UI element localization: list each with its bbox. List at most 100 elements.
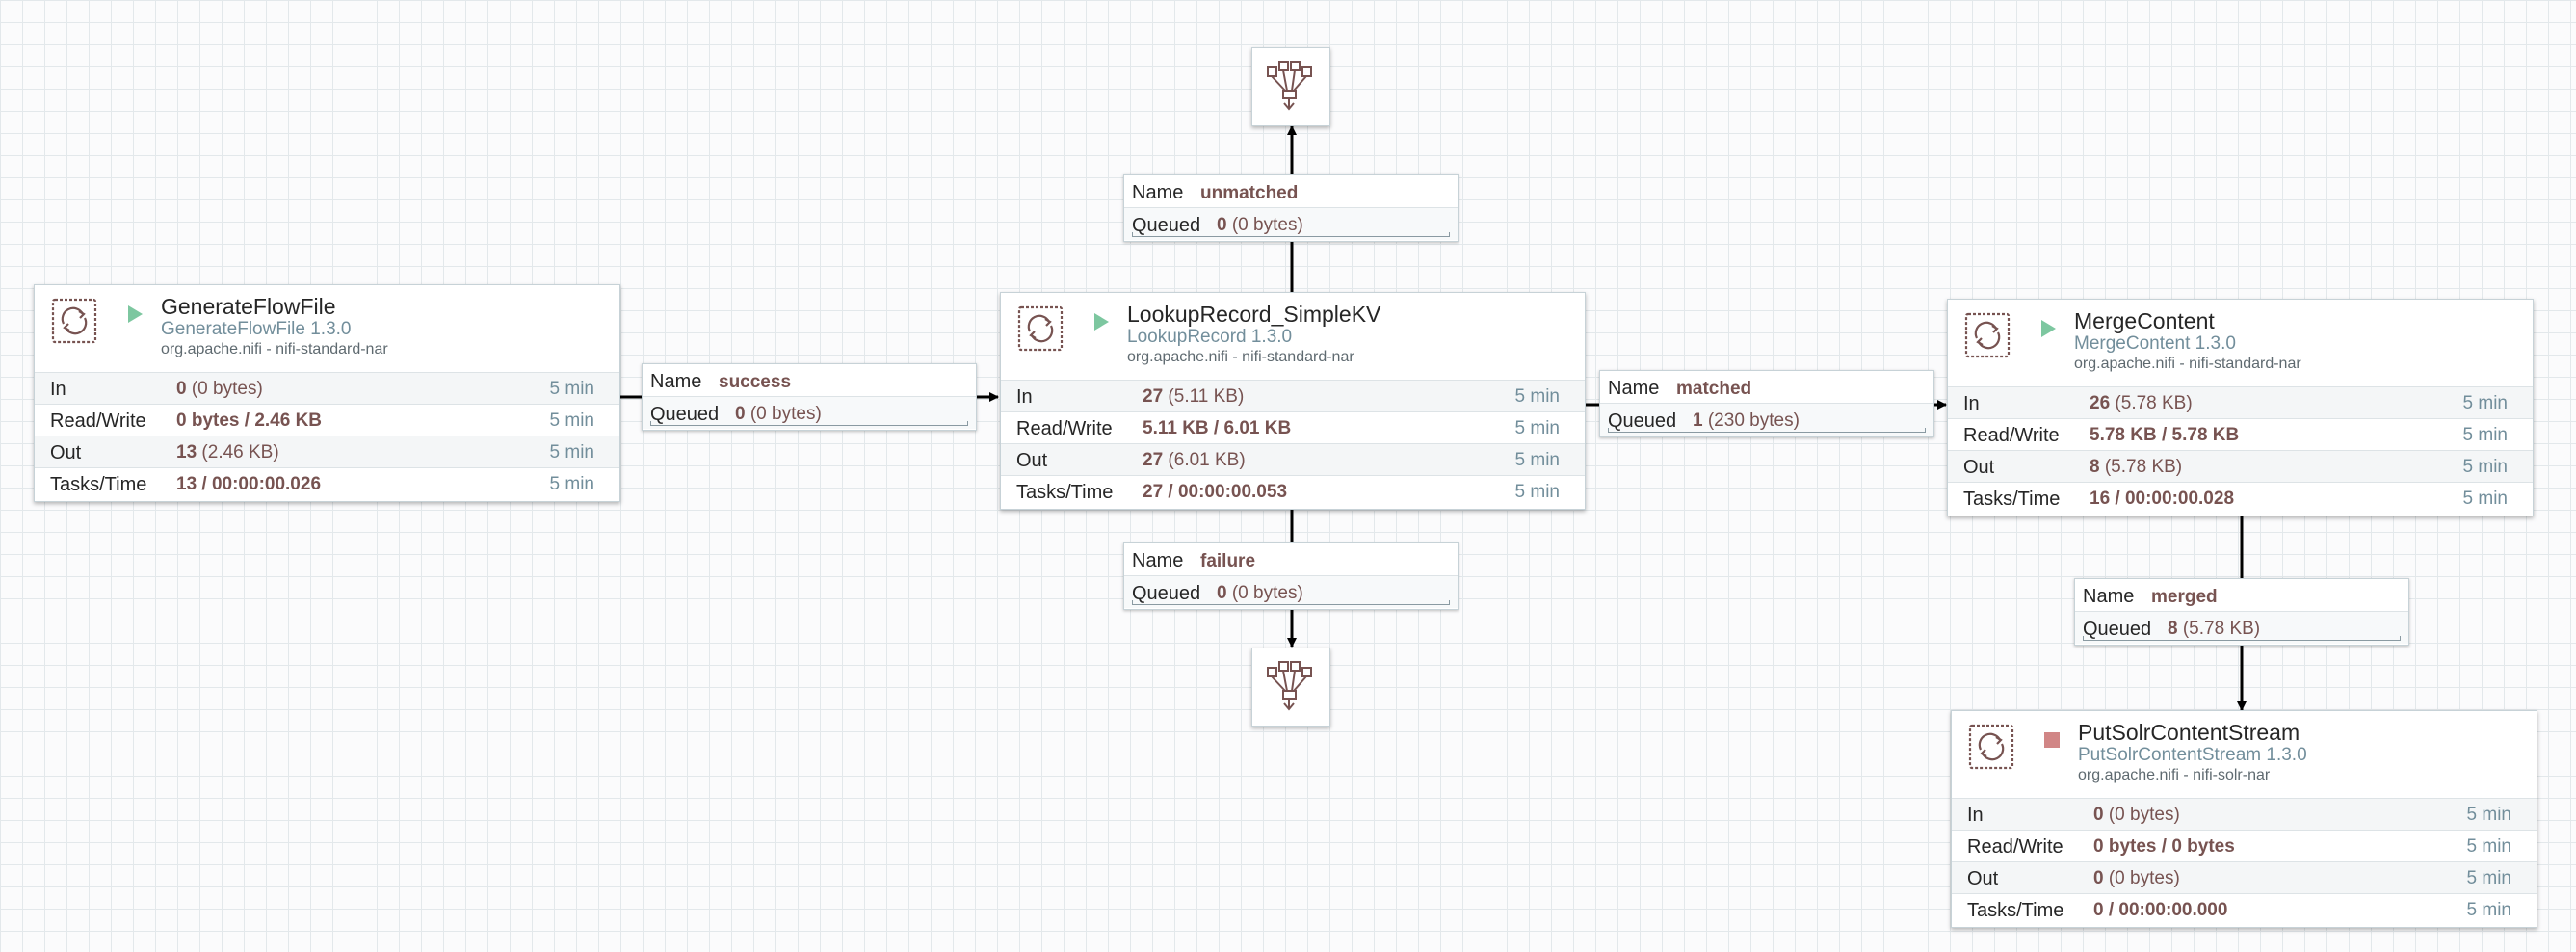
stat-label: Read/Write <box>1967 836 2063 858</box>
processor-putsolrcontentstream[interactable]: PutSolrContentStream PutSolrContentStrea… <box>1951 710 2537 928</box>
stat-row-out: Out 27 (6.01 KB) 5 min <box>1001 443 1585 475</box>
connection-name: success <box>719 372 792 392</box>
stat-label: Tasks/Time <box>50 474 147 495</box>
stat-row-out: Out 13 (2.46 KB) 5 min <box>35 436 619 467</box>
processor-icon <box>1968 724 2014 770</box>
queue-progress-bar <box>1608 428 1926 433</box>
queued-value: 8 (5.78 KB) <box>2168 619 2261 639</box>
stat-row-out: Out 0 (0 bytes) 5 min <box>1952 861 2537 893</box>
processor-icon <box>1964 312 2011 358</box>
stat-label: Tasks/Time <box>1963 489 2061 510</box>
processor-type: LookupRecord 1.3.0 <box>1127 327 1293 347</box>
queue-progress-bar <box>1132 232 1450 237</box>
stat-value: 27 (6.01 KB) <box>1143 450 1246 470</box>
connection-name: matched <box>1676 379 1752 399</box>
stat-time: 5 min <box>2466 805 2511 825</box>
stat-value: 0 (0 bytes) <box>176 379 263 399</box>
stat-label: In <box>1967 805 1984 826</box>
processor-bundle: org.apache.nifi - nifi-standard-nar <box>161 341 388 357</box>
stat-label: In <box>1016 386 1033 408</box>
stat-label: Read/Write <box>1963 425 2060 446</box>
processor-lookuprecord[interactable]: LookupRecord_SimpleKV LookupRecord 1.3.0… <box>1000 292 1586 510</box>
queued-key: Queued <box>2083 619 2152 640</box>
processor-bundle: org.apache.nifi - nifi-standard-nar <box>2074 356 2301 372</box>
stat-label: Tasks/Time <box>1967 900 2064 921</box>
stat-value: 26 (5.78 KB) <box>2090 393 2193 413</box>
funnel-icon <box>1267 61 1312 111</box>
stat-row-in: In 26 (5.78 KB) 5 min <box>1948 386 2533 418</box>
queued-value: 0 (0 bytes) <box>1217 583 1303 603</box>
connection-name: merged <box>2151 587 2218 607</box>
stat-row-readwrite: Read/Write 0 bytes / 0 bytes 5 min <box>1952 830 2537 861</box>
processor-icon <box>51 298 97 344</box>
connection-name-key: Name <box>650 371 702 392</box>
connection-label-unmatched[interactable]: Name unmatched Queued 0 (0 bytes) <box>1123 174 1459 242</box>
stat-label: Read/Write <box>1016 418 1113 439</box>
stat-row-tasks: Tasks/Time 13 / 00:00:00.026 5 min <box>35 467 619 499</box>
stat-time: 5 min <box>2462 457 2508 477</box>
stat-value: 8 (5.78 KB) <box>2090 457 2183 477</box>
processor-name: MergeContent <box>2074 308 2215 333</box>
connection-name-key: Name <box>1132 182 1184 203</box>
stat-row-readwrite: Read/Write 0 bytes / 2.46 KB 5 min <box>35 404 619 436</box>
stat-row-in: In 0 (0 bytes) 5 min <box>35 372 619 404</box>
processor-name: GenerateFlowFile <box>161 294 336 319</box>
funnel-failure[interactable] <box>1251 648 1330 727</box>
stat-value: 0 (0 bytes) <box>2093 805 2180 825</box>
running-icon <box>1094 313 1109 331</box>
connection-name: failure <box>1200 551 1256 571</box>
stat-label: Out <box>1967 868 1999 889</box>
stat-time: 5 min <box>549 474 594 494</box>
stat-time: 5 min <box>549 442 594 463</box>
connection-label-success[interactable]: Name success Queued 0 (0 bytes) <box>642 363 977 431</box>
queued-key: Queued <box>650 404 720 425</box>
stat-value: 27 (5.11 KB) <box>1143 386 1245 407</box>
stat-row-in: In 0 (0 bytes) 5 min <box>1952 798 2537 830</box>
stat-row-tasks: Tasks/Time 27 / 00:00:00.053 5 min <box>1001 475 1585 507</box>
stat-label: In <box>50 379 66 400</box>
stat-row-tasks: Tasks/Time 16 / 00:00:00.028 5 min <box>1948 482 2533 514</box>
queued-value: 1 (230 bytes) <box>1693 410 1800 431</box>
queued-key: Queued <box>1132 215 1201 236</box>
queue-progress-bar <box>1132 600 1450 605</box>
processor-type: GenerateFlowFile 1.3.0 <box>161 319 352 339</box>
connection-label-failure[interactable]: Name failure Queued 0 (0 bytes) <box>1123 542 1459 610</box>
stat-time: 5 min <box>2462 425 2508 445</box>
connection-name-key: Name <box>1608 378 1660 399</box>
stat-value: 0 bytes / 0 bytes <box>2093 836 2235 857</box>
stat-time: 5 min <box>1514 418 1560 438</box>
stat-time: 5 min <box>2462 489 2508 509</box>
running-icon <box>128 305 143 323</box>
stat-label: Read/Write <box>50 410 146 432</box>
queued-value: 0 (0 bytes) <box>735 404 822 424</box>
connection-label-merged[interactable]: Name merged Queued 8 (5.78 KB) <box>2074 578 2409 646</box>
connection-name-key: Name <box>1132 550 1184 571</box>
stat-label: In <box>1963 393 1980 414</box>
stat-time: 5 min <box>2466 868 2511 888</box>
connection-label-matched[interactable]: Name matched Queued 1 (230 bytes) <box>1599 370 1934 437</box>
processor-generateflowfile[interactable]: GenerateFlowFile GenerateFlowFile 1.3.0 … <box>34 284 620 502</box>
stat-row-readwrite: Read/Write 5.78 KB / 5.78 KB 5 min <box>1948 418 2533 450</box>
funnel-unmatched[interactable] <box>1251 47 1330 126</box>
processor-mergecontent[interactable]: MergeContent MergeContent 1.3.0 org.apac… <box>1947 299 2534 516</box>
stat-value: 0 / 00:00:00.000 <box>2093 900 2228 920</box>
stat-time: 5 min <box>1514 482 1560 502</box>
stat-label: Out <box>50 442 82 463</box>
stat-value: 5.11 KB / 6.01 KB <box>1143 418 1292 438</box>
stopped-icon <box>2044 732 2060 748</box>
queued-key: Queued <box>1132 583 1201 604</box>
stat-time: 5 min <box>549 410 594 431</box>
stat-value: 0 bytes / 2.46 KB <box>176 410 323 431</box>
stat-time: 5 min <box>2466 836 2511 857</box>
processor-bundle: org.apache.nifi - nifi-standard-nar <box>1127 349 1354 365</box>
processor-type: MergeContent 1.3.0 <box>2074 333 2236 354</box>
stat-time: 5 min <box>2466 900 2511 920</box>
processor-icon <box>1017 305 1064 352</box>
stat-row-readwrite: Read/Write 5.11 KB / 6.01 KB 5 min <box>1001 411 1585 443</box>
connection-name: unmatched <box>1200 183 1299 203</box>
queued-value: 0 (0 bytes) <box>1217 215 1303 235</box>
stat-time: 5 min <box>1514 386 1560 407</box>
stat-time: 5 min <box>549 379 594 399</box>
stat-label: Out <box>1963 457 1995 478</box>
